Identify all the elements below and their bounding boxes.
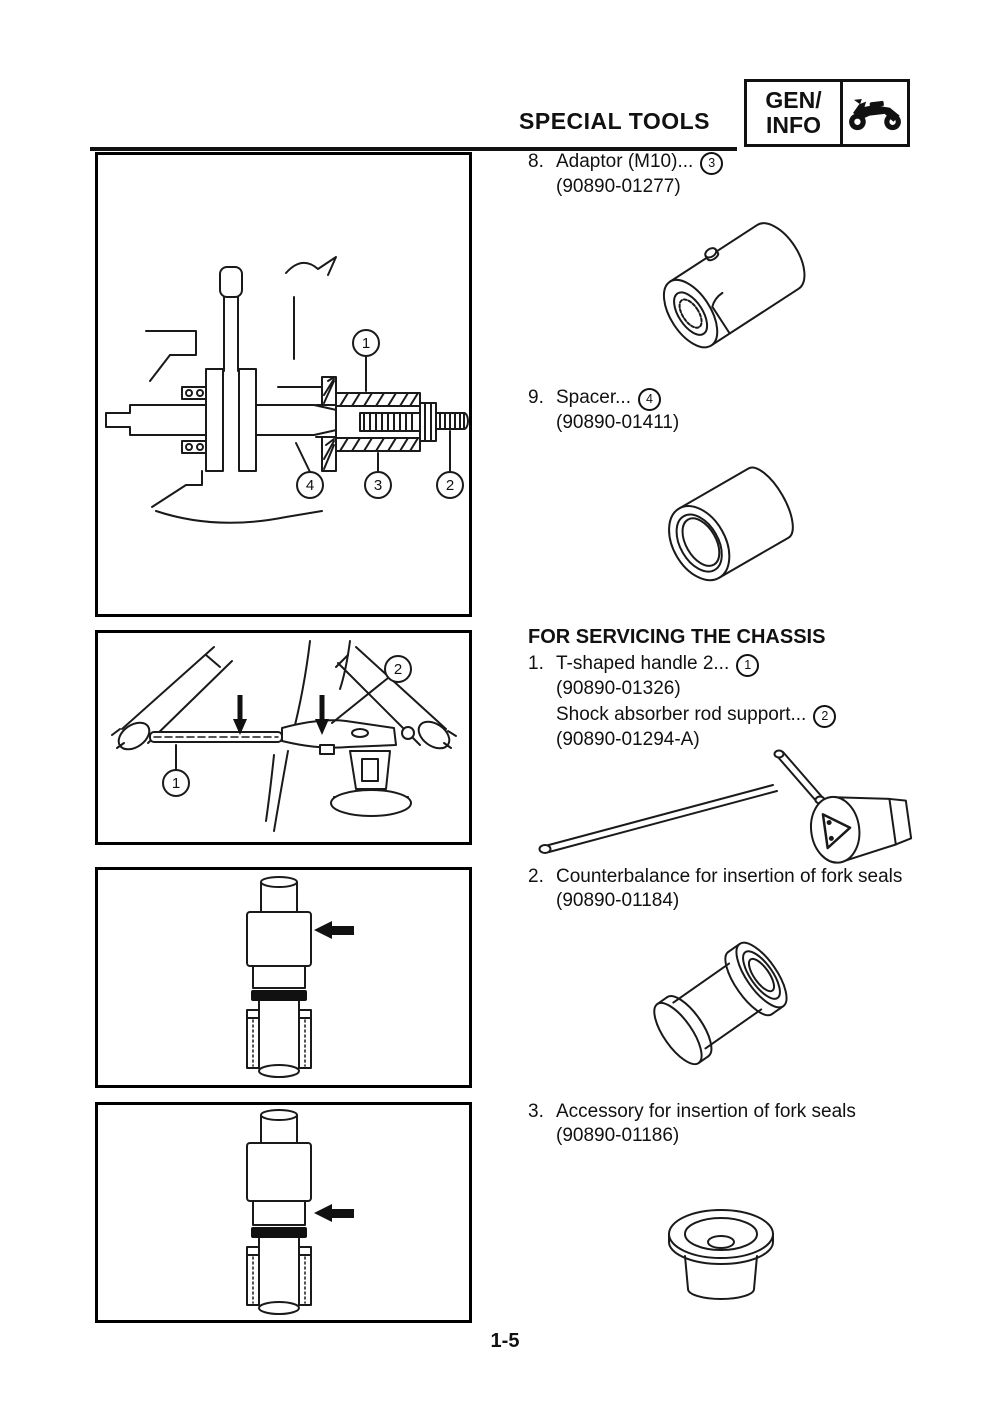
- fig1-callout-2: 2: [446, 477, 454, 494]
- callout-circle-2: 2: [813, 705, 837, 728]
- section-heading: FOR SERVICING THE CHASSIS: [528, 626, 826, 648]
- gen-info-line1: GEN/: [765, 87, 822, 113]
- fig1-callout-4: 4: [306, 477, 314, 494]
- callout-circle-1: 1: [736, 654, 760, 677]
- item-label: Spacer...: [556, 387, 631, 408]
- item-label-2: Shock absorber rod support...: [556, 704, 807, 725]
- item-number: 8.: [528, 151, 544, 172]
- tool-item-1: 1. T-shaped handle 2... 1 (90890-01326) …: [528, 652, 837, 752]
- gen-info-line2: INFO: [766, 112, 821, 138]
- item-number: 3.: [528, 1101, 544, 1122]
- tool-item-3: 3. Accessory for insertion of fork seals…: [528, 1100, 856, 1148]
- tool-item-8: 8. Adaptor (M10)... 3 (90890-01277): [528, 150, 724, 199]
- tool-item-9: 9. Spacer... 4 (90890-01411): [528, 386, 679, 435]
- item-number: 1.: [528, 653, 544, 674]
- spacer-drawing: [648, 448, 808, 603]
- part-number: (90890-01277): [556, 176, 681, 197]
- figure-fork-seal-counterbalance: [95, 867, 472, 1088]
- counterbalance-drawing: [638, 922, 808, 1087]
- part-number-2: (90890-01294-A): [556, 729, 700, 750]
- accessory-drawing: [658, 1196, 788, 1321]
- callout-circle-4: 4: [638, 388, 661, 411]
- item-number: 2.: [528, 866, 544, 887]
- item-label: T-shaped handle 2...: [556, 653, 730, 674]
- item-label: Adaptor (M10)...: [556, 151, 694, 172]
- motorcycle-icon: [843, 82, 907, 144]
- gen-info-label: GEN/ INFO: [747, 82, 843, 144]
- item-label: Accessory for insertion of fork seals: [556, 1101, 856, 1122]
- callout-circle-3: 3: [700, 152, 724, 175]
- tool-item-2: 2. Counterbalance for insertion of fork …: [528, 865, 902, 913]
- fig2-callout-2: 2: [394, 661, 402, 678]
- left-arrow-icon: [314, 921, 354, 939]
- t-handle-drawing: [525, 742, 925, 872]
- adaptor-drawing: [645, 208, 815, 363]
- item-number: 9.: [528, 387, 544, 408]
- part-number: (90890-01411): [556, 412, 680, 433]
- figure-crankshaft-installer: 1 3 2 4: [95, 152, 472, 617]
- part-number: (90890-01186): [556, 1125, 680, 1146]
- section-badge: GEN/ INFO: [744, 79, 910, 147]
- item-label: Counterbalance for insertion of fork sea…: [556, 866, 903, 887]
- part-number: (90890-01184): [556, 890, 680, 911]
- fig1-callout-3: 3: [374, 477, 382, 494]
- fig2-callout-1: 1: [172, 775, 180, 792]
- header-rule: [90, 147, 737, 151]
- page-title: SPECIAL TOOLS: [519, 108, 710, 134]
- figure-shock-rod-holding: 1 2: [95, 630, 472, 845]
- left-arrow-icon: [314, 1204, 354, 1222]
- page-number: 1-5: [490, 1330, 520, 1352]
- fig1-callout-1: 1: [362, 335, 370, 352]
- figure-fork-seal-accessory: [95, 1102, 472, 1323]
- part-number: (90890-01326): [556, 678, 681, 699]
